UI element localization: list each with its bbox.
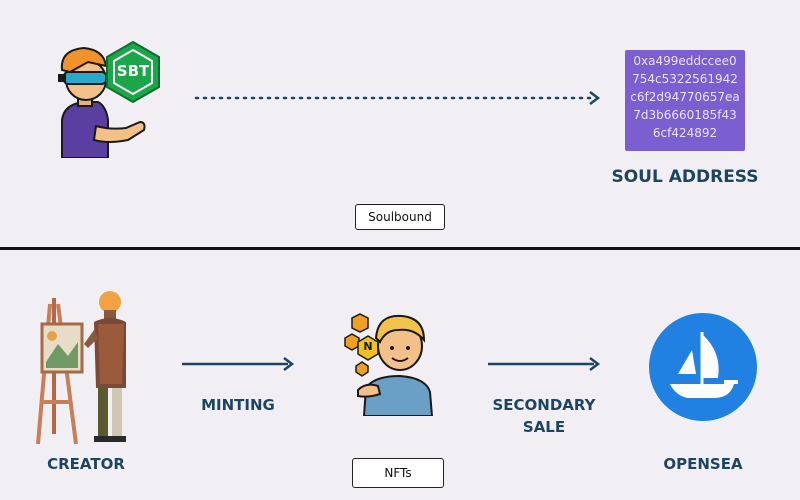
secondary-sale-line2: SALE xyxy=(522,418,566,436)
address-line: 0xa499eddccee0 xyxy=(633,54,737,68)
dotted-arrow-icon xyxy=(194,90,604,106)
address-line: 7d3b6660185f43 xyxy=(633,108,737,122)
address-line: 6cf424892 xyxy=(652,126,718,140)
creator-label: CREATOR xyxy=(47,455,125,473)
arrow-icon xyxy=(180,356,296,372)
section-divider xyxy=(0,247,800,250)
opensea-label: OPENSEA xyxy=(663,455,743,473)
sbt-hexagon-icon: SBT xyxy=(104,40,162,104)
opensea-logo-icon xyxy=(648,312,758,422)
address-line: c6f2d94770657ea xyxy=(630,90,740,104)
nft-person-icon: N xyxy=(340,306,440,416)
painter-icon xyxy=(28,284,138,448)
soul-address-label: SOUL ADDRESS xyxy=(611,167,759,187)
arrow-icon xyxy=(486,356,602,372)
person-vr-icon xyxy=(48,40,168,158)
soulbound-tag: Soulbound xyxy=(355,204,445,230)
sbt-badge-text: SBT xyxy=(116,62,150,80)
secondary-sale-line1: SECONDARY xyxy=(492,396,596,414)
minting-label: MINTING xyxy=(201,396,275,414)
nft-badge-text: N xyxy=(363,340,373,353)
nft-section: CREATOR MINTING N xyxy=(0,250,800,500)
soul-address-box: 0xa499eddccee0 754c5322561942 c6f2d94770… xyxy=(625,50,745,151)
soulbound-section: SBT 0xa499eddccee0 754c5322561942 c6f2d9… xyxy=(0,0,800,247)
secondary-sale-label: SECONDARY SALE xyxy=(478,394,610,438)
address-line: 754c5322561942 xyxy=(632,72,738,86)
nfts-tag: NFTs xyxy=(352,458,444,488)
